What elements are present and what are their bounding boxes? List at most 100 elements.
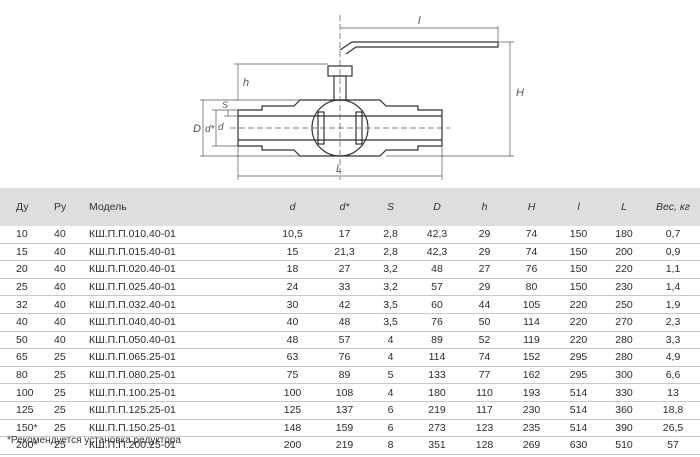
cell-D: 351 [428, 439, 446, 452]
header-s: S [368, 188, 413, 226]
cell-H: 114 [523, 316, 540, 329]
cell-d-star: 219 [335, 439, 354, 452]
cell-du: 25 [16, 281, 28, 294]
cell-ru: 25 [54, 386, 66, 399]
cell-D: 42,3 [426, 245, 448, 258]
cell-model: КШ.П.П.020.40-01 [89, 263, 176, 276]
cell-h: 29 [478, 281, 491, 294]
cell-d: 10,5 [282, 228, 303, 241]
cell-h: 27 [478, 263, 491, 276]
cell-H: 105 [522, 298, 541, 311]
cell-weight: 0,7 [665, 228, 681, 241]
header-ru: Ру [50, 188, 89, 226]
cell-weight: 1,4 [665, 281, 681, 294]
cell-model: КШ.П.П.100.25-01 [89, 386, 176, 399]
cell-D: 57 [431, 281, 443, 294]
cell-d-star: 108 [335, 386, 354, 399]
cell-s: 3,5 [383, 298, 398, 311]
header-H: H [508, 188, 555, 226]
cell-weight: 4,9 [665, 351, 681, 364]
cell-l: 295 [569, 369, 588, 382]
table-header-row: Ду Ру Модель d d* S D h H l L Вес, кг [0, 188, 700, 226]
header-d: d [264, 188, 321, 226]
footnote: *Рекомендуется установка редуктора [7, 435, 181, 446]
cell-du: 10 [16, 228, 28, 241]
cell-du: 125 [16, 404, 34, 417]
cell-d: 63 [286, 351, 299, 364]
cell-D: 89 [431, 333, 443, 346]
cell-H: 230 [522, 404, 541, 417]
cell-d-star: 33 [338, 281, 351, 294]
cell-d: 100 [283, 386, 302, 399]
cell-du: 100 [16, 386, 34, 399]
cell-L: 390 [615, 421, 633, 434]
valve-technical-drawing: l H h D d* d S L [193, 15, 524, 180]
cell-d-star: 48 [338, 316, 351, 329]
cell-d-star: 89 [338, 369, 351, 382]
cell-model: КШ.П.П.125.25-01 [89, 404, 176, 417]
cell-L: 510 [615, 439, 633, 452]
cell-weight: 6,6 [665, 369, 681, 382]
cell-ru: 25 [54, 404, 66, 417]
cell-s: 5 [387, 369, 394, 382]
cell-d-star: 42 [338, 298, 351, 311]
cell-d: 24 [286, 281, 299, 294]
cell-s: 2,8 [383, 245, 398, 258]
cell-H: 269 [522, 439, 541, 452]
cell-l: 514 [569, 404, 588, 417]
cell-s: 3,2 [383, 281, 398, 294]
cell-model: КШ.П.П.080.25-01 [89, 369, 176, 382]
cell-H: 162 [522, 369, 541, 382]
cell-s: 4 [387, 333, 394, 346]
cell-L: 200 [615, 245, 633, 258]
cell-ru: 25 [54, 369, 66, 382]
cell-d: 48 [286, 333, 299, 346]
cell-model: КШ.П.П.200.25-01 [89, 439, 176, 452]
cell-l: 150 [569, 228, 588, 241]
cell-du: 15 [16, 245, 28, 258]
cell-du: 50 [16, 333, 28, 346]
cell-H: 74 [525, 228, 538, 241]
cell-d-star: 76 [338, 351, 351, 364]
cell-l: 630 [569, 439, 588, 452]
cell-weight: 3,3 [665, 333, 681, 346]
cell-model: КШ.П.П.032.40-01 [89, 298, 176, 311]
cell-model: КШ.П.П.025.40-01 [89, 281, 176, 294]
dim-label-l: l [418, 15, 421, 27]
cell-d: 18 [286, 263, 299, 276]
cell-ru: 40 [54, 263, 66, 276]
cell-s: 4 [387, 351, 394, 364]
cell-s: 8 [387, 439, 394, 452]
cell-l: 150 [569, 245, 588, 258]
cell-weight: 57 [667, 439, 679, 452]
dim-label-S: S [222, 100, 228, 110]
cell-s: 3,2 [383, 263, 398, 276]
cell-d: 200 [283, 439, 302, 452]
cell-s: 2,8 [383, 228, 398, 241]
cell-ru: 40 [54, 298, 66, 311]
cell-D: 42,3 [426, 228, 448, 241]
cell-L: 250 [615, 298, 633, 311]
cell-D: 133 [428, 369, 446, 382]
cell-l: 150 [569, 281, 588, 294]
cell-du: 20 [16, 263, 28, 276]
header-h: h [461, 188, 508, 226]
cell-L: 300 [615, 369, 633, 382]
cell-l: 220 [569, 298, 588, 311]
cell-weight: 2,3 [665, 316, 681, 329]
cell-d: 15 [286, 245, 299, 258]
header-model: Модель [89, 188, 264, 226]
cell-l: 220 [569, 316, 588, 329]
cell-L: 330 [615, 386, 633, 399]
cell-H: 76 [525, 263, 538, 276]
cell-h: 117 [476, 404, 493, 417]
cell-d-star: 57 [338, 333, 351, 346]
cell-h: 110 [476, 386, 493, 399]
cell-h: 44 [478, 298, 491, 311]
cell-H: 80 [525, 281, 538, 294]
cell-D: 48 [431, 263, 443, 276]
